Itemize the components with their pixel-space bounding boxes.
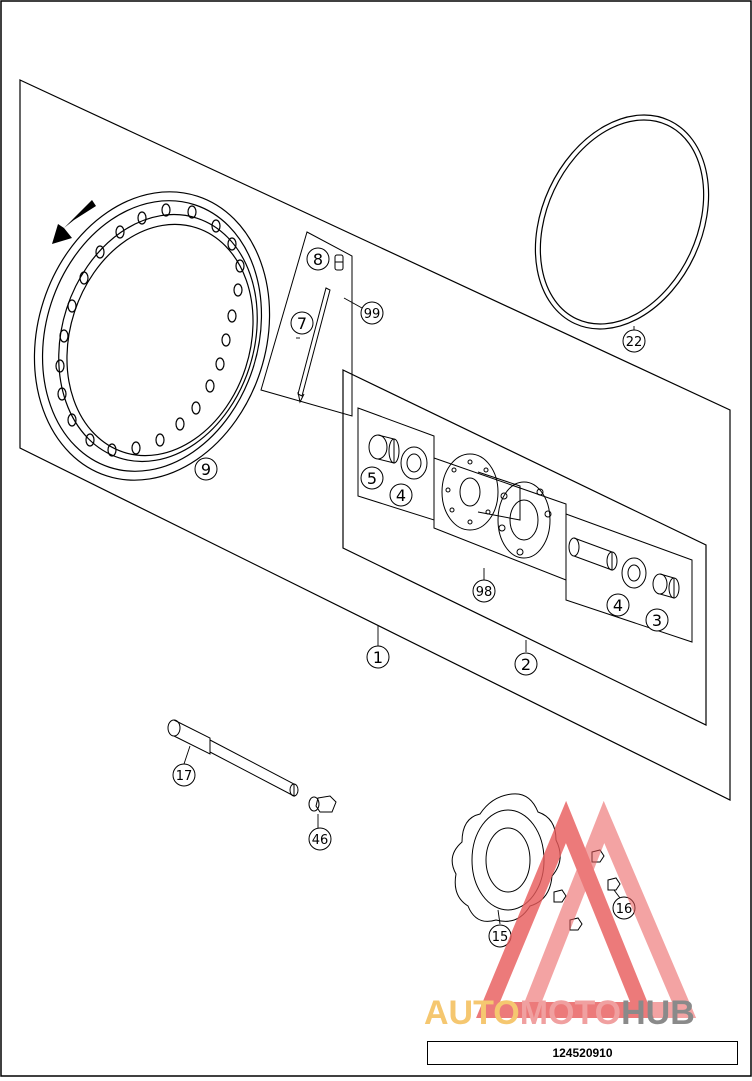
watermark-text: AUTOMOTOHUB — [424, 994, 695, 1032]
spoke-group-outline — [260, 231, 353, 417]
callout-17: 17 — [176, 769, 193, 784]
hub-part-98 — [441, 453, 552, 559]
callout-7: 7 — [297, 314, 307, 333]
figure-code-label: 124520910 — [427, 1041, 738, 1065]
axle-spacer — [568, 537, 618, 571]
callout-circles — [172, 247, 669, 948]
callout-98: 98 — [476, 585, 493, 600]
hub-group-outline — [433, 457, 567, 581]
callout-4-right: 4 — [613, 596, 623, 615]
callout-1: 1 — [373, 648, 383, 667]
axle-nut-part-46 — [308, 795, 337, 813]
bearing-part-4-left — [400, 446, 428, 480]
callout-16: 16 — [616, 902, 633, 917]
callout-99: 99 — [364, 307, 381, 322]
watermark-logo — [476, 800, 697, 1018]
assembly-outline-1 — [19, 79, 731, 801]
callout-22: 22 — [626, 335, 643, 350]
assembly-outline-2 — [342, 369, 707, 726]
watermark-auto: AUTO — [424, 994, 520, 1032]
callout-4-left: 4 — [396, 486, 406, 505]
rotation-arrow-icon — [52, 200, 96, 244]
rim-part-9 — [33, 191, 271, 481]
leader-lines — [183, 297, 635, 925]
callout-46: 46 — [312, 833, 329, 848]
callout-2: 2 — [521, 655, 531, 674]
callout-8: 8 — [313, 250, 323, 269]
bearing-right-group-outline — [565, 513, 693, 643]
watermark-moto: MOTO — [520, 994, 621, 1032]
axle-part-17 — [167, 719, 299, 797]
spoke-part-7 — [297, 287, 331, 404]
watermark-hub: HUB — [621, 994, 695, 1032]
nipple-part-8 — [334, 254, 344, 271]
bearing-part-4-right — [621, 557, 647, 589]
spacer-part-5 — [368, 434, 400, 464]
callout-9: 9 — [201, 460, 211, 479]
callout-15: 15 — [492, 930, 509, 945]
rim-band-part-22 — [534, 114, 710, 330]
callout-3: 3 — [652, 611, 662, 630]
callout-5: 5 — [367, 469, 377, 488]
spacer-part-3 — [652, 573, 680, 599]
